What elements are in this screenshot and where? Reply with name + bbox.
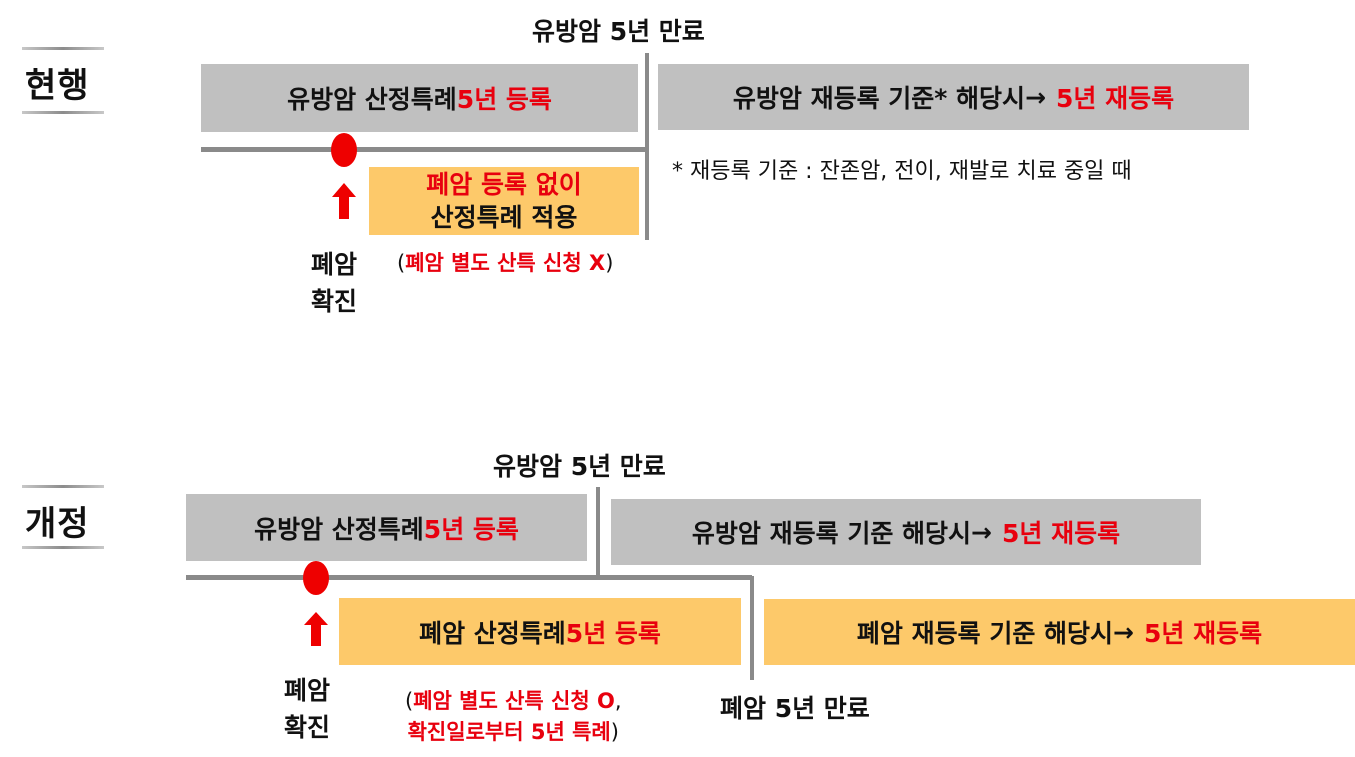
confirm-line2: 확진 — [311, 283, 357, 320]
paren-open: ( — [405, 689, 413, 713]
box-text: 유방암 산정특례 — [254, 510, 424, 546]
section-label-revised: 개정 — [25, 496, 90, 545]
up-arrow-icon — [332, 183, 356, 219]
lung-separate-application-note: (폐암 별도 산특 신청 O, 확진일로부터 5년 특례) — [405, 686, 622, 748]
red-dot-marker — [303, 561, 329, 595]
expiry-vertical-line — [596, 487, 600, 579]
paren-line1: 폐암 별도 산특 신청 O — [413, 689, 615, 713]
section-divider-bottom — [22, 111, 104, 114]
paren-close: ) — [605, 251, 613, 275]
box-highlight: 5년 재등록 — [1144, 614, 1262, 650]
lung-no-registration-box: 폐암 등록 없이 산정특례 적용 — [369, 167, 639, 235]
box-highlight: 5년 등록 — [424, 510, 519, 546]
lung-cancer-expiry-label: 폐암 5년 만료 — [720, 689, 870, 725]
yellow-box-line2: 산정특례 적용 — [431, 201, 578, 234]
red-dot-marker — [331, 133, 357, 167]
confirm-line2: 확진 — [284, 709, 330, 746]
breast-cancer-registration-box: 유방암 산정특례 5년 등록 — [186, 494, 587, 561]
section-label-current: 현행 — [25, 58, 90, 107]
breast-cancer-reregistration-box: 유방암 재등록 기준* 해당시 → 5년 재등록 — [658, 64, 1249, 130]
breast-cancer-reregistration-box: 유방암 재등록 기준 해당시 → 5년 재등록 — [611, 499, 1201, 565]
up-arrow-icon — [304, 612, 328, 646]
breast-cancer-registration-box: 유방암 산정특례 5년 등록 — [201, 64, 638, 132]
lung-reregistration-box: 폐암 재등록 기준 해당시 → 5년 재등록 — [764, 599, 1355, 665]
paren-open: ( — [397, 251, 405, 275]
lung-registration-box: 폐암 산정특례 5년 등록 — [339, 598, 741, 665]
timeline — [201, 147, 645, 152]
section-divider-bottom — [22, 546, 104, 549]
section-divider-top — [22, 47, 104, 50]
box-text: 유방암 산정특례 — [287, 80, 457, 116]
paren-line2: 확진일로부터 5년 특례 — [408, 720, 611, 744]
right-arrow-icon: → — [971, 518, 992, 547]
paren-close: ) — [611, 720, 619, 744]
right-arrow-icon: → — [1113, 618, 1134, 647]
paren-comma: , — [615, 689, 622, 713]
lung-separate-application-note: (폐암 별도 산특 신청 X) — [397, 247, 613, 277]
breast-cancer-expiry-label: 유방암 5년 만료 — [493, 447, 666, 483]
lung-cancer-confirmation: 폐암 확진 — [311, 246, 357, 320]
expiry-vertical-line — [645, 53, 649, 240]
yellow-box-line1: 폐암 등록 없이 — [426, 168, 581, 201]
reregistration-footnote: * 재등록 기준 : 잔존암, 전이, 재발로 치료 중일 때 — [672, 153, 1132, 185]
breast-cancer-expiry-label: 유방암 5년 만료 — [532, 12, 705, 48]
box-text: 유방암 재등록 기준 해당시 — [692, 514, 971, 550]
box-text: 폐암 산정특례 — [419, 614, 566, 650]
box-highlight: 5년 재등록 — [1056, 79, 1174, 115]
box-highlight: 5년 재등록 — [1002, 514, 1120, 550]
section-divider-top — [22, 485, 104, 488]
confirm-line1: 폐암 — [284, 672, 330, 709]
confirm-line1: 폐암 — [311, 246, 357, 283]
lung-expiry-vertical-line — [750, 576, 754, 680]
box-highlight: 5년 등록 — [566, 614, 661, 650]
right-arrow-icon: → — [1025, 83, 1046, 112]
timeline — [186, 575, 752, 580]
box-text: 유방암 재등록 기준* 해당시 — [733, 79, 1025, 115]
box-highlight: 5년 등록 — [457, 80, 552, 116]
lung-cancer-confirmation: 폐암 확진 — [284, 672, 330, 746]
paren-text: 폐암 별도 산특 신청 X — [405, 251, 605, 275]
box-text: 폐암 재등록 기준 해당시 — [857, 614, 1113, 650]
